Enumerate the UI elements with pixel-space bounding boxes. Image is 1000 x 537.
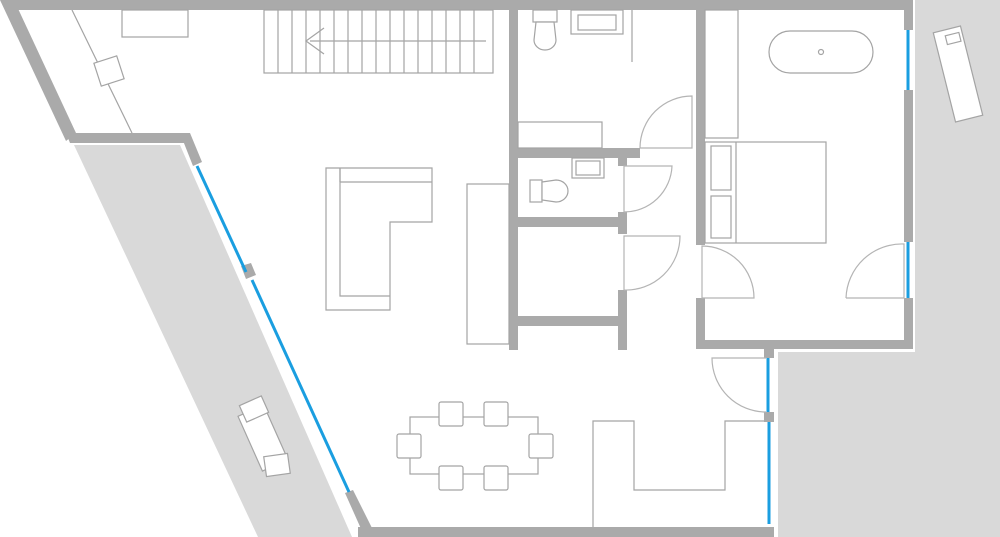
exterior-terrace-right [778,0,1000,537]
wall-bedroom-bottom [696,340,914,349]
dining-chair-icon [438,401,464,427]
wall-left-slant [0,0,76,141]
wall-bedroom-left-low [696,298,705,349]
wardrobe-icon [704,9,739,139]
wall-wc-bottom [509,217,627,227]
sideboard-icon [466,183,510,345]
exterior-areas [74,0,1000,537]
bathtub-icon [768,30,874,74]
dining-chair-icon [528,433,554,459]
bath-cabinet-icon [517,121,603,149]
windows [195,30,910,524]
wall-balcony-top [66,133,188,143]
wall-bedroom-left [696,0,705,245]
staircase-icon [263,9,494,74]
wall-bath-mid [509,148,640,158]
dining-table-icon [409,416,539,475]
door-bathroom-swing [639,95,693,149]
double-bed-icon [704,141,827,244]
wall-bottom [358,527,774,537]
wall-right-low [904,298,914,340]
window-facade-upper [195,165,248,273]
dining-chair-icon [483,401,509,427]
wall-top [10,0,912,10]
door-bedroom-swing [701,245,755,299]
kitchen-counter-icon [592,420,764,527]
door-kitchen-swing [711,357,767,413]
wall-facade-bottom [345,490,372,531]
corner-chair-icon [93,55,125,87]
dining-chair-icon [396,433,422,459]
sun-lounger-icon [932,25,984,123]
sofa-icon [325,167,433,311]
stair-arrow-head [304,27,325,55]
exterior-terrace-left [74,145,352,537]
door-terrace-swing [845,243,905,299]
toilet-icon [532,9,558,51]
wall-wc-right [618,158,627,166]
window-facade-lower [250,279,351,493]
wc-toilet-icon [529,179,569,203]
wall-store-right [618,290,627,350]
wc-sink-icon [571,157,605,179]
doors [623,95,905,413]
wall-corner-post [180,133,202,166]
wall-wc-right-low [618,212,627,234]
lounge-chair-icon [237,395,291,478]
wall-bath-left [509,0,518,350]
wall-right-mid [904,90,914,242]
walls [0,0,914,537]
wall-store-bottom [509,316,627,326]
wall-kitchen-post [764,340,774,358]
dining-chair-icon [438,465,464,491]
door-store-swing [623,235,681,291]
wall-kitchen-post-low [764,412,774,422]
furniture [71,9,984,527]
wall-right-top [904,0,914,30]
sink-icon [570,9,624,35]
cabinet-top-left [121,9,189,38]
door-wc-swing [623,165,673,213]
dining-chair-icon [483,465,509,491]
